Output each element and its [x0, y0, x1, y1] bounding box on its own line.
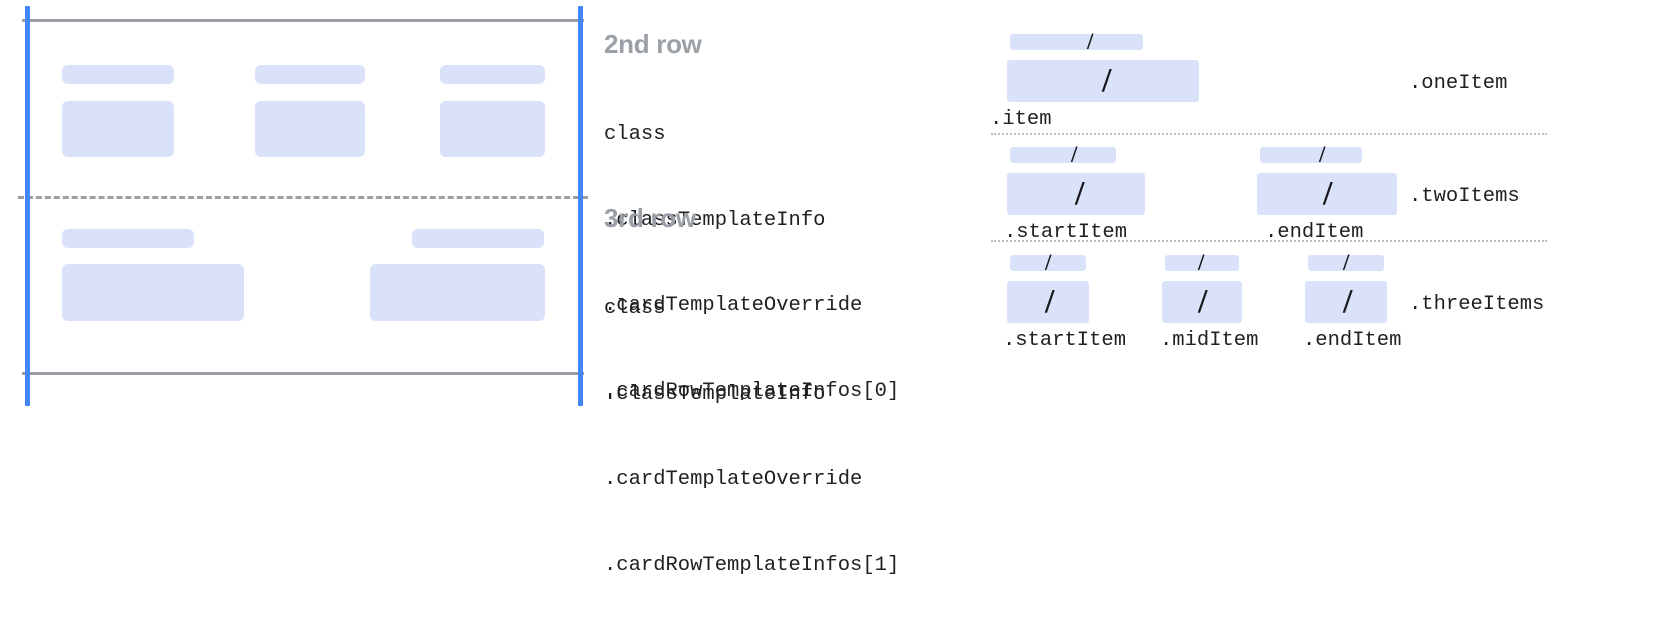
- row-descriptions-column: 2nd row class .classTemplateInfo .cardTe…: [604, 0, 1004, 577]
- content-placeholder: [440, 101, 545, 157]
- code-line: .cardRowTemplateInfos[1]: [604, 553, 900, 577]
- row-description-2nd: 2nd row class .classTemplateInfo .cardTe…: [604, 28, 899, 463]
- baseline-slash-small: /: [1087, 29, 1094, 54]
- item-label: .startItem: [1004, 221, 1128, 244]
- code-line: .cardTemplateOverride: [604, 468, 863, 491]
- item-label: .endItem: [1303, 329, 1402, 352]
- text-placeholder: [440, 65, 545, 84]
- row-heading: 2nd row: [604, 29, 702, 59]
- item-box-placeholder: [1162, 281, 1242, 323]
- content-placeholder: [255, 101, 365, 157]
- text-placeholder: [62, 65, 174, 84]
- variant-two-items: / / .startItem / / .endItem .twoItems: [985, 135, 1676, 244]
- baseline-slash-big: /: [1075, 175, 1085, 212]
- baseline-slash-small: /: [1045, 250, 1052, 275]
- item-label: .endItem: [1265, 221, 1364, 244]
- card-row-template-diagram: [0, 0, 600, 412]
- text-placeholder: [412, 229, 544, 248]
- item-box-placeholder: [1007, 281, 1089, 323]
- code-line: class: [604, 123, 666, 146]
- variant-three-items: / / .startItem / / .midItem / / .endItem…: [985, 243, 1676, 358]
- 3rd-row-preview: [0, 196, 600, 376]
- baseline-slash-small: /: [1071, 142, 1078, 167]
- content-placeholder: [370, 264, 545, 321]
- code-line: .cardTemplateOverride: [604, 294, 863, 317]
- code-line: .cardRowTemplateInfos[0]: [604, 379, 900, 403]
- baseline-slash-big: /: [1323, 175, 1333, 212]
- baseline-slash-small: /: [1319, 142, 1326, 167]
- variant-one-item: / / .item .oneItem: [985, 22, 1676, 132]
- content-placeholder: [62, 101, 174, 157]
- baseline-slash-big: /: [1102, 62, 1112, 99]
- baseline-slash-big: /: [1198, 283, 1208, 320]
- row-description-3rd: 3rd row class .classTemplateInfo .cardTe…: [604, 202, 899, 637]
- item-bar-placeholder: [1010, 147, 1116, 163]
- card-bottom-edge-rule: [22, 372, 584, 375]
- item-bar-placeholder: [1165, 255, 1239, 271]
- code-line: class: [604, 297, 666, 320]
- 2nd-row-preview: [0, 0, 600, 196]
- variant-label: .threeItems: [1409, 293, 1545, 316]
- code-line: .classTemplateInfo: [604, 382, 826, 406]
- baseline-slash-big: /: [1343, 283, 1353, 320]
- variant-label: .oneItem: [1409, 72, 1508, 95]
- row-heading: 3rd row: [604, 203, 696, 233]
- item-bar-placeholder: [1010, 34, 1143, 50]
- item-box-placeholder: [1007, 173, 1145, 215]
- baseline-slash-small: /: [1343, 250, 1350, 275]
- item-box-placeholder: [1305, 281, 1387, 323]
- item-bar-placeholder: [1010, 255, 1086, 271]
- item-label: .midItem: [1160, 329, 1259, 352]
- row-class-path: class .classTemplateInfo .cardTemplateOv…: [604, 64, 899, 463]
- variant-label: .twoItems: [1409, 185, 1520, 208]
- item-layout-variants: / / .item .oneItem / / .startItem / / .e…: [985, 0, 1676, 412]
- start-margin-guide: [25, 6, 30, 406]
- baseline-slash-small: /: [1198, 250, 1205, 275]
- item-box-placeholder: [1007, 60, 1199, 102]
- card-top-edge-rule: [22, 19, 584, 22]
- item-bar-placeholder: [1260, 147, 1362, 163]
- item-label: .item: [990, 108, 1052, 131]
- item-bar-placeholder: [1308, 255, 1384, 271]
- baseline-slash-big: /: [1045, 283, 1055, 320]
- item-box-placeholder: [1257, 173, 1397, 215]
- row-class-path: class .classTemplateInfo .cardTemplateOv…: [604, 238, 899, 637]
- variant-separator-dotted: [991, 240, 1547, 242]
- row-separator-dashed-rule: [18, 196, 588, 199]
- code-line: .classTemplateInfo: [604, 208, 826, 232]
- text-placeholder: [62, 229, 194, 248]
- text-placeholder: [255, 65, 365, 84]
- variant-separator-dotted: [991, 133, 1547, 135]
- end-margin-guide: [578, 6, 583, 406]
- content-placeholder: [62, 264, 244, 321]
- item-label: .startItem: [1003, 329, 1127, 352]
